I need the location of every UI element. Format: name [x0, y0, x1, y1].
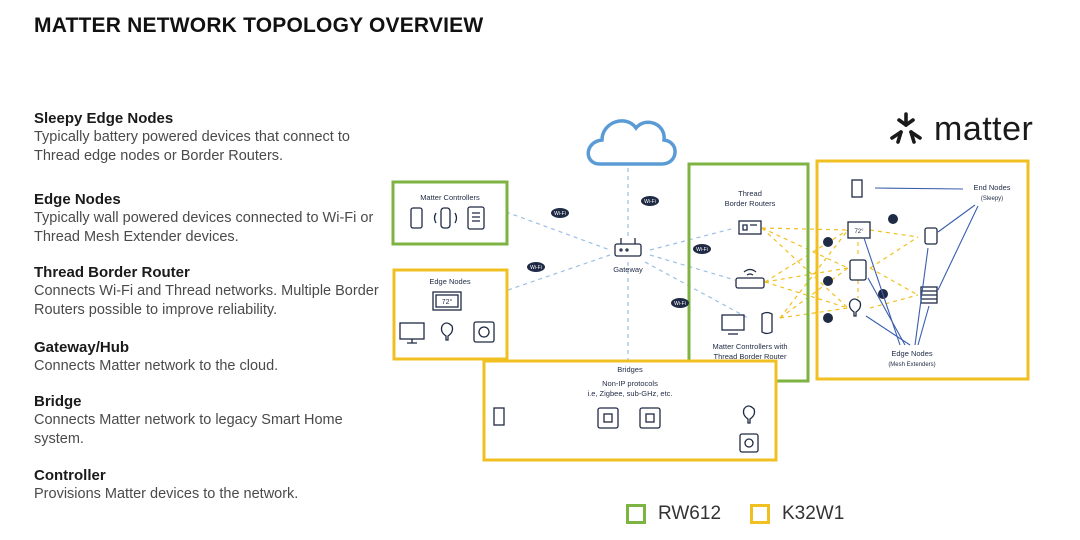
wifi-badges: Wi-Fi Wi-Fi Wi-Fi Wi-Fi Wi-Fi — [527, 196, 711, 308]
desc-bridge: Bridge Connects Matter network to legacy… — [34, 392, 384, 449]
matter-logo-word: matter — [934, 109, 1034, 148]
thermostat-icon — [847, 221, 871, 239]
legend-label: RW612 — [658, 503, 722, 524]
gateway-router-icon — [614, 238, 642, 257]
non-ip-label-2: i.e, Zigbee, sub-GHz, etc. — [587, 389, 672, 398]
wifi-icon: Wi-Fi — [527, 262, 545, 272]
desc-gateway-hub: Gateway/Hub Connects Matter network to t… — [34, 338, 384, 376]
speaker-icon — [761, 311, 773, 335]
desc-body: Provisions Matter devices to the network… — [34, 486, 299, 502]
cloud-icon — [586, 119, 677, 166]
matter-logo: matter — [888, 108, 1033, 150]
thread-icon — [888, 214, 898, 224]
desc-heading: Sleepy Edge Nodes — [34, 110, 174, 127]
desc-body: Typically wall powered devices connected… — [34, 210, 374, 245]
edge-nodes-box — [392, 268, 509, 361]
matter-logo-icon — [890, 112, 922, 144]
legend-k32w1: K32W1 — [750, 503, 844, 525]
desc-body: Connects Matter network to legacy Smart … — [34, 412, 343, 447]
tv-icon — [721, 314, 745, 331]
wifi-icon: Wi-Fi — [551, 208, 569, 218]
border-router-icon — [738, 220, 762, 235]
desc-body: Connects Wi-Fi and Thread networks. Mult… — [34, 283, 379, 318]
desc-heading: Bridge — [34, 393, 82, 410]
desc-body: Connects Matter network to the cloud. — [34, 358, 279, 374]
end-nodes-sub: (Sleepy) — [981, 196, 1003, 202]
light-bulb-icon — [848, 298, 862, 317]
smart-plug-icon — [739, 433, 759, 453]
bridge-hub-icon — [597, 407, 619, 429]
svg-text:Wi-Fi: Wi-Fi — [530, 265, 542, 271]
smart-speaker-icon — [440, 207, 451, 229]
end-edge-nodes-box — [815, 159, 1030, 381]
light-bulb-icon — [440, 322, 454, 341]
svg-text:Wi-Fi: Wi-Fi — [696, 247, 708, 253]
thread-icon — [823, 237, 833, 247]
page-title: MATTER NETWORK TOPOLOGY OVERVIEW — [34, 14, 484, 37]
svg-text:Wi-Fi: Wi-Fi — [674, 301, 686, 307]
non-ip-label-1: Non-IP protocols — [602, 379, 658, 388]
tablet-icon — [467, 206, 485, 230]
thread-br-label-1: Thread — [738, 189, 762, 198]
mc-tbr-label-1: Matter Controllers with — [712, 342, 787, 351]
wifi-links — [505, 168, 749, 366]
lock-icon — [924, 227, 938, 245]
gateway-label: Gateway — [613, 265, 643, 274]
legend-swatch-k32w1 — [750, 504, 770, 524]
bridges-box — [482, 359, 778, 462]
door-sensor-icon — [493, 407, 505, 426]
wifi-icon: Wi-Fi — [693, 244, 711, 254]
legend-rw612: RW612 — [626, 503, 721, 525]
thread-links — [761, 227, 919, 319]
door-sensor-icon — [851, 179, 863, 198]
edge-nodes-label: Edge Nodes — [429, 277, 471, 286]
bridges-label: Bridges — [617, 365, 643, 374]
legend-label: K32W1 — [782, 503, 845, 524]
thermostat-icon — [432, 291, 462, 311]
thread-icon — [823, 313, 833, 323]
svg-text:Wi-Fi: Wi-Fi — [554, 211, 566, 217]
thread-icon — [823, 276, 833, 286]
desc-heading: Edge Nodes — [34, 191, 121, 208]
desc-body: Typically battery powered devices that c… — [34, 129, 350, 164]
desc-edge-nodes: Edge Nodes Typically wall powered device… — [34, 190, 384, 247]
legend-swatch-rw612 — [626, 504, 646, 524]
matter-controllers-label: Matter Controllers — [420, 193, 480, 202]
edge-nodes-right-sub: (Mesh Extenders) — [888, 362, 935, 368]
thermostat-value: 72° — [442, 298, 453, 306]
phone-icon — [410, 207, 423, 229]
end-nodes-label: End Nodes — [973, 183, 1010, 192]
router-icon — [735, 268, 765, 289]
desc-heading: Thread Border Router — [34, 264, 190, 281]
desc-thread-border-router: Thread Border Router Connects Wi-Fi and … — [34, 263, 384, 320]
bridge-hub-icon — [639, 407, 661, 429]
svg-text:Wi-Fi: Wi-Fi — [644, 199, 656, 205]
thread-br-label-2: Border Routers — [725, 199, 776, 208]
thermostat-value: 72° — [854, 229, 864, 235]
light-bulb-icon — [742, 405, 756, 424]
wifi-icon: Wi-Fi — [671, 298, 689, 308]
desc-sleepy-edge-nodes: Sleepy Edge Nodes Typically battery powe… — [34, 109, 384, 166]
thread-badges — [823, 214, 898, 323]
desc-heading: Gateway/Hub — [34, 339, 130, 356]
edge-nodes-right-label: Edge Nodes — [891, 349, 933, 358]
smart-plug-icon — [473, 321, 495, 343]
smart-switch-icon — [849, 259, 867, 281]
wifi-icon: Wi-Fi — [641, 196, 659, 206]
arrows — [863, 187, 979, 346]
mc-tbr-label-2: Thread Border Router — [714, 352, 787, 361]
desc-heading: Controller — [34, 467, 106, 484]
desc-controller: Controller Provisions Matter devices to … — [34, 466, 384, 504]
sound-waves-icon — [433, 212, 458, 224]
